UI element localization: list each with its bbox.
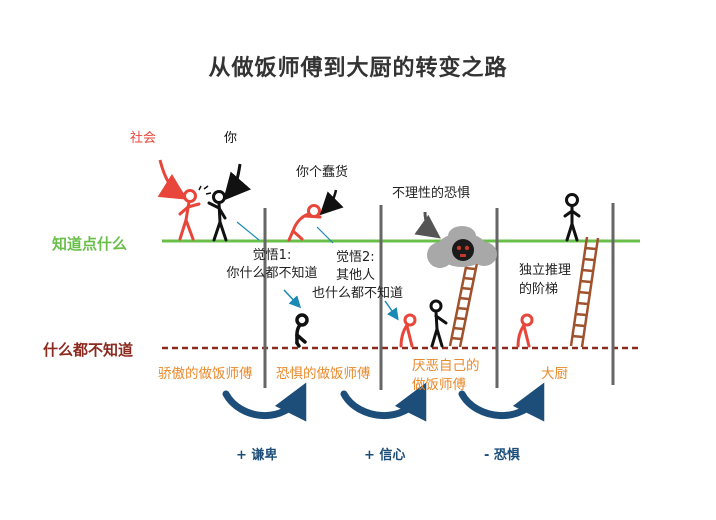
fearful-figure bbox=[295, 313, 309, 348]
you-figure bbox=[207, 190, 228, 242]
ladder-label: 独立推理 的阶梯 bbox=[519, 261, 571, 299]
stage-label-self-loathing-line2: 做饭师傅 bbox=[412, 377, 466, 393]
realization-2-title: 觉悟2: bbox=[336, 250, 375, 265]
society-crouching-figure bbox=[516, 313, 534, 348]
idiot-arrow bbox=[319, 189, 344, 216]
realization-2-text-2: 也什么都不知道 bbox=[312, 286, 404, 301]
chef-figure bbox=[563, 193, 581, 242]
society-crouching-figure bbox=[399, 313, 417, 348]
level-label-know-nothing: 什么都不知道 bbox=[43, 341, 134, 359]
realization1-pointer bbox=[236, 221, 260, 241]
society-label: 社会 bbox=[130, 131, 157, 146]
stage-label-self-loathing: 厌恶自己的 做饭师傅 bbox=[412, 357, 480, 395]
transition-arrow-1 bbox=[222, 382, 307, 422]
realization1-arrow bbox=[283, 289, 302, 309]
page-title: 从做饭师傅到大厨的转变之路 bbox=[208, 56, 508, 81]
skull-icon bbox=[452, 239, 474, 261]
society-arrow bbox=[157, 159, 188, 200]
transition-arrow-3 bbox=[458, 382, 545, 422]
stage-label-proud: 骄傲的做饭师傅 bbox=[158, 366, 253, 382]
ladder-stage4 bbox=[569, 236, 600, 348]
society-pointing-figure bbox=[287, 204, 322, 242]
level-label-know-something: 知道点什么 bbox=[52, 235, 128, 253]
realization-1-title: 觉悟1: bbox=[252, 248, 292, 263]
idiot-label: 你个蠢货 bbox=[296, 165, 349, 180]
stage-label-fearful: 恐惧的做饭师傅 bbox=[276, 366, 371, 382]
fear-arrow bbox=[414, 211, 441, 239]
transition-arrow-2 bbox=[340, 382, 427, 422]
you-label: 你 bbox=[224, 131, 238, 146]
excitement-marks bbox=[198, 185, 212, 195]
realization-2-text: 其他人 bbox=[336, 268, 376, 283]
transition-label-humility: + 谦卑 bbox=[236, 448, 278, 463]
realization-2: 觉悟2: 其他人 bbox=[336, 249, 375, 285]
ladder-stage3 bbox=[448, 261, 479, 348]
realization2-arrow bbox=[384, 300, 399, 321]
irrational-fear-label: 不理性的恐惧 bbox=[392, 186, 471, 201]
ladder-label-line1: 独立推理 bbox=[519, 263, 572, 278]
transition-label-fear: - 恐惧 bbox=[484, 448, 520, 463]
realization2-pointer bbox=[316, 226, 334, 244]
you-arrow bbox=[223, 163, 252, 201]
you-at-ladder-figure bbox=[429, 299, 448, 348]
transition-label-confidence: + 信心 bbox=[364, 448, 406, 463]
realization-1-text: 你什么都不知道 bbox=[226, 266, 318, 281]
society-figure bbox=[178, 189, 201, 241]
stage-label-self-loathing-line1: 厌恶自己的 bbox=[412, 358, 480, 374]
stage-label-chef: 大厨 bbox=[541, 366, 568, 382]
realization-1: 觉悟1: 你什么都不知道 bbox=[224, 247, 320, 283]
ladder-label-line2: 的阶梯 bbox=[519, 282, 559, 297]
